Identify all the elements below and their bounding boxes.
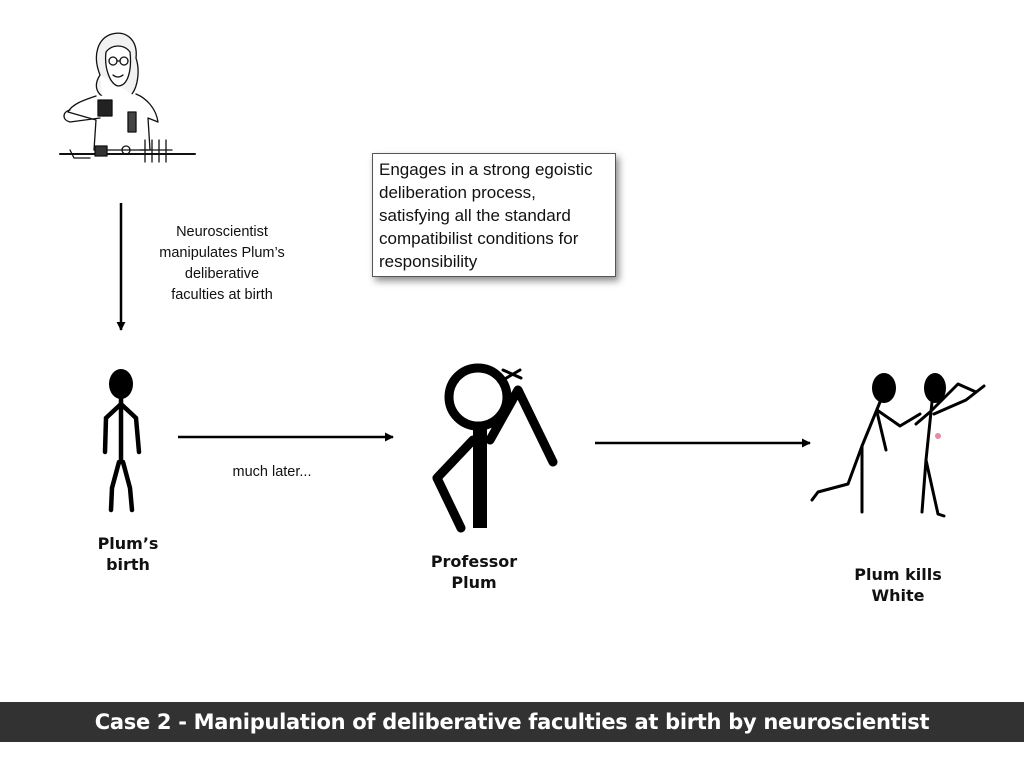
stage-caption-professor: Professor Plum (430, 552, 518, 592)
attack-stick-figures (810, 373, 986, 518)
stage-caption-birth: Plum’s birth (97, 534, 159, 574)
interval-label: much later... (232, 464, 312, 480)
stage-caption-kill: Plum kills White (854, 565, 942, 605)
scientist-illustration (59, 32, 196, 163)
small-stick-figure (102, 369, 142, 513)
scientist-face (104, 45, 132, 87)
deliberation-box: Engages in a strong egoistic deliberatio… (372, 153, 616, 277)
slide-title-bar: Case 2 - Manipulation of deliberative fa… (0, 702, 1024, 742)
thinking-stick-figure (432, 363, 558, 533)
scientist-annotation: Neuroscientist manipulates Plum’s delibe… (159, 224, 285, 303)
blood-mark (935, 433, 941, 439)
